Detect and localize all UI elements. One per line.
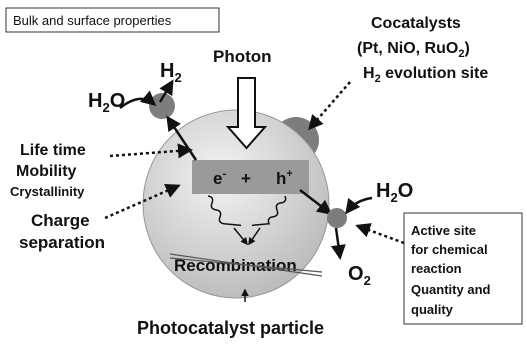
separation-label: separation	[19, 233, 105, 252]
h2o-right-label: H2O	[376, 180, 413, 205]
active-site-line-3: reaction	[411, 261, 462, 276]
active-site-line-4: Quantity and	[411, 282, 491, 297]
charge-label: Charge	[31, 211, 90, 230]
electron-label: e-	[213, 168, 226, 188]
bulk-surface-label: Bulk and surface properties	[13, 13, 172, 28]
charge-separation-pointer-arrow-icon	[104, 183, 181, 220]
active-site-box	[403, 212, 523, 325]
h2-label: H2	[160, 60, 182, 85]
recombination-wave-left-icon	[207, 195, 242, 227]
life-time-pointer-arrow-icon	[109, 143, 193, 159]
cocatalyst-pointer-arrow-icon	[308, 81, 351, 131]
active-site-pointer-arrow-icon	[355, 223, 405, 245]
hole-to-active-site-arrow-icon	[299, 189, 333, 215]
recombination-arrow-left-icon	[233, 227, 248, 246]
photocatalyst-particle-label: Photocatalyst particle	[137, 318, 324, 338]
o2-release-arrow-icon	[330, 227, 346, 260]
plus-label: +	[241, 169, 251, 188]
bulk-surface-box	[5, 7, 220, 33]
h2o-left-label: H2O	[88, 90, 125, 115]
crystallinity-label: Crystallinity	[10, 184, 85, 199]
active-site-line-2: for chemical	[411, 242, 488, 257]
photon-label: Photon	[213, 47, 272, 66]
active-site-line-1: Active site	[411, 223, 476, 238]
active-site-line-5: quality	[411, 302, 454, 317]
h2o-right-in-arrow-icon	[345, 196, 373, 215]
life-time-label: Life time	[20, 142, 86, 159]
h2-release-arrow-icon	[158, 79, 174, 103]
recombination-wave-right-icon	[251, 195, 287, 227]
active-site-dot	[327, 208, 347, 228]
charge-band	[192, 160, 309, 194]
h2o-left-in-arrow-icon	[119, 90, 157, 109]
hole-label: h+	[276, 168, 293, 188]
photon-arrow-icon	[225, 77, 268, 150]
cocatalysts-list: (Pt, NiO, RuO2)	[357, 40, 470, 60]
recombination-strike-2	[169, 257, 323, 273]
recombination-label: Recombination	[174, 256, 297, 275]
recombination-arrow-right-icon	[248, 227, 261, 246]
cocatalysts-title: Cocatalysts	[371, 15, 461, 32]
o2-label: O2	[348, 263, 371, 288]
h2-evolution-site-label: H2 evolution site	[363, 65, 488, 85]
mobility-label: Mobility	[16, 163, 77, 180]
